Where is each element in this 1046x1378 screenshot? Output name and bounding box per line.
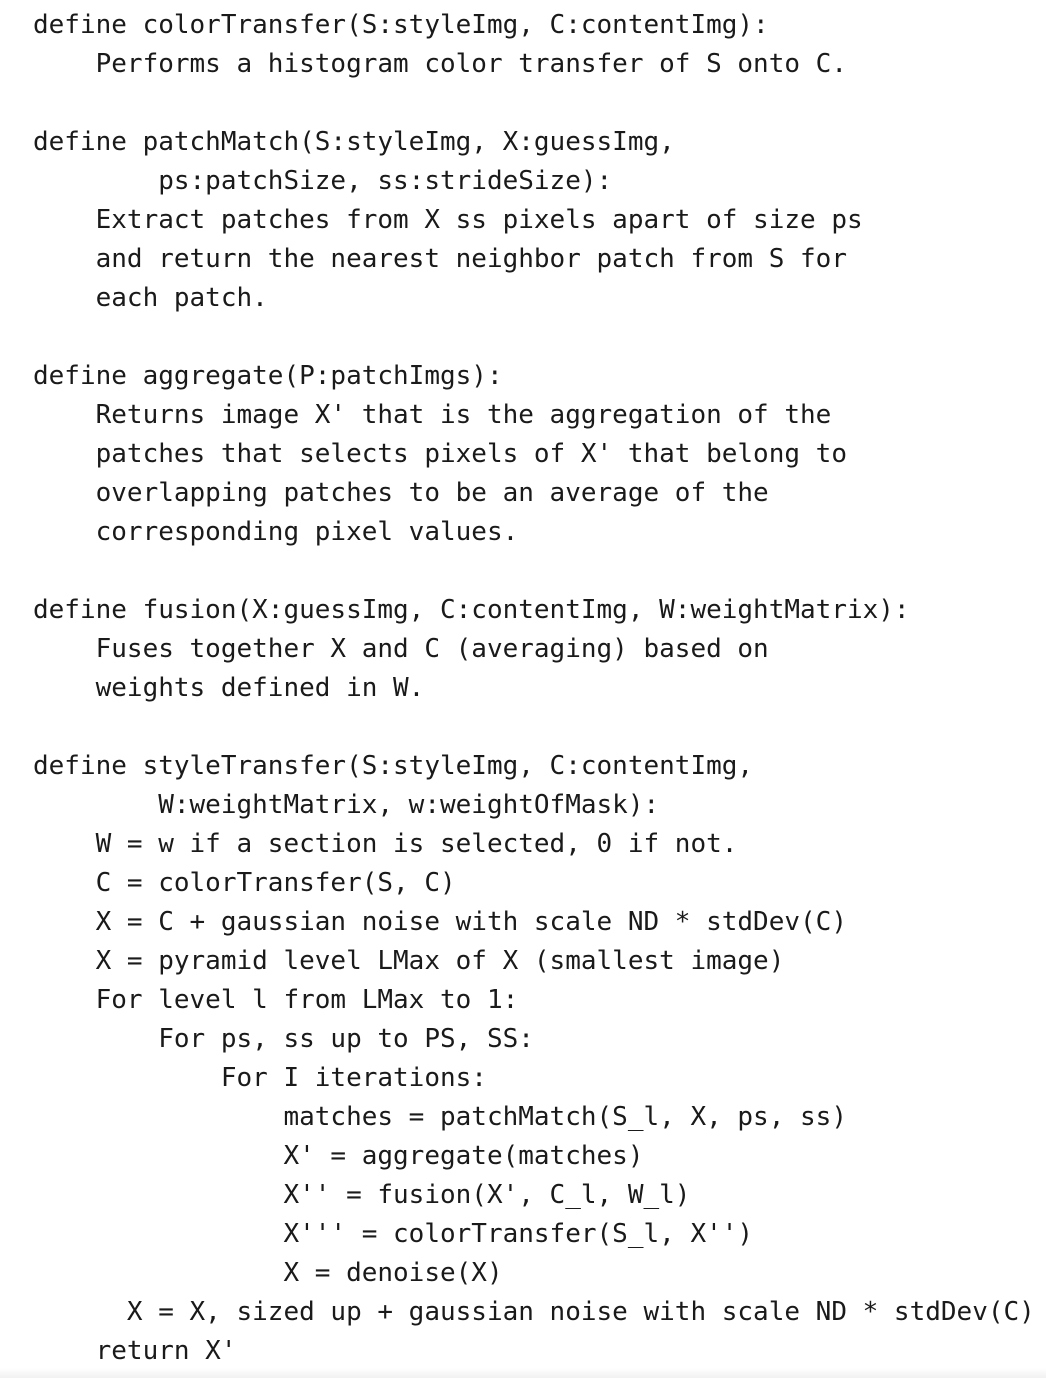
code-line-22: W = w if a section is selected, 0 if not… [33, 829, 738, 859]
code-line-7: and return the nearest neighbor patch fr… [33, 244, 847, 274]
code-line-9 [33, 318, 1033, 357]
code-line-2: Performs a histogram color transfer of S… [33, 49, 847, 79]
code-line-11: Returns image X' that is the aggregation… [33, 400, 832, 430]
code-line-35: return X' [33, 1336, 237, 1366]
code-line-6: Extract patches from X ss pixels apart o… [33, 205, 863, 235]
code-line-5: ps:patchSize, ss:strideSize): [33, 166, 613, 196]
code-line-25: X = pyramid level LMax of X (smallest im… [33, 946, 785, 976]
code-line-19 [33, 708, 1033, 747]
code-line-31: X'' = fusion(X', C_l, W_l) [33, 1180, 691, 1210]
bottom-edge-shade [0, 1368, 1046, 1378]
code-line-13: overlapping patches to be an average of … [33, 478, 769, 508]
code-line-20: define styleTransfer(S:styleImg, C:conte… [33, 751, 754, 781]
code-line-17: Fuses together X and C (averaging) based… [33, 634, 769, 664]
code-line-8: each patch. [33, 283, 268, 313]
pseudocode-block: define colorTransfer(S:styleImg, C:conte… [33, 6, 1035, 1371]
code-line-21: W:weightMatrix, w:weightOfMask): [33, 790, 660, 820]
code-line-27: For ps, ss up to PS, SS: [33, 1024, 534, 1054]
code-line-18: weights defined in W. [33, 673, 425, 703]
code-line-29: matches = patchMatch(S_l, X, ps, ss) [33, 1102, 847, 1132]
code-line-10: define aggregate(P:patchImgs): [33, 361, 503, 391]
code-line-24: X = C + gaussian noise with scale ND * s… [33, 907, 847, 937]
code-line-16: define fusion(X:guessImg, C:contentImg, … [33, 595, 910, 625]
code-line-3 [33, 84, 1033, 123]
code-line-1: define colorTransfer(S:styleImg, C:conte… [33, 10, 769, 40]
code-line-14: corresponding pixel values. [33, 517, 519, 547]
code-line-26: For level l from LMax to 1: [33, 985, 519, 1015]
code-line-15 [33, 552, 1033, 591]
code-line-33: X = denoise(X) [33, 1258, 503, 1288]
code-line-28: For I iterations: [33, 1063, 487, 1093]
code-line-34: X = X, sized up + gaussian noise with sc… [33, 1297, 1035, 1327]
code-line-12: patches that selects pixels of X' that b… [33, 439, 847, 469]
code-line-32: X''' = colorTransfer(S_l, X'') [33, 1219, 754, 1249]
code-line-30: X' = aggregate(matches) [33, 1141, 644, 1171]
code-line-23: C = colorTransfer(S, C) [33, 868, 456, 898]
code-line-4: define patchMatch(S:styleImg, X:guessImg… [33, 127, 675, 157]
